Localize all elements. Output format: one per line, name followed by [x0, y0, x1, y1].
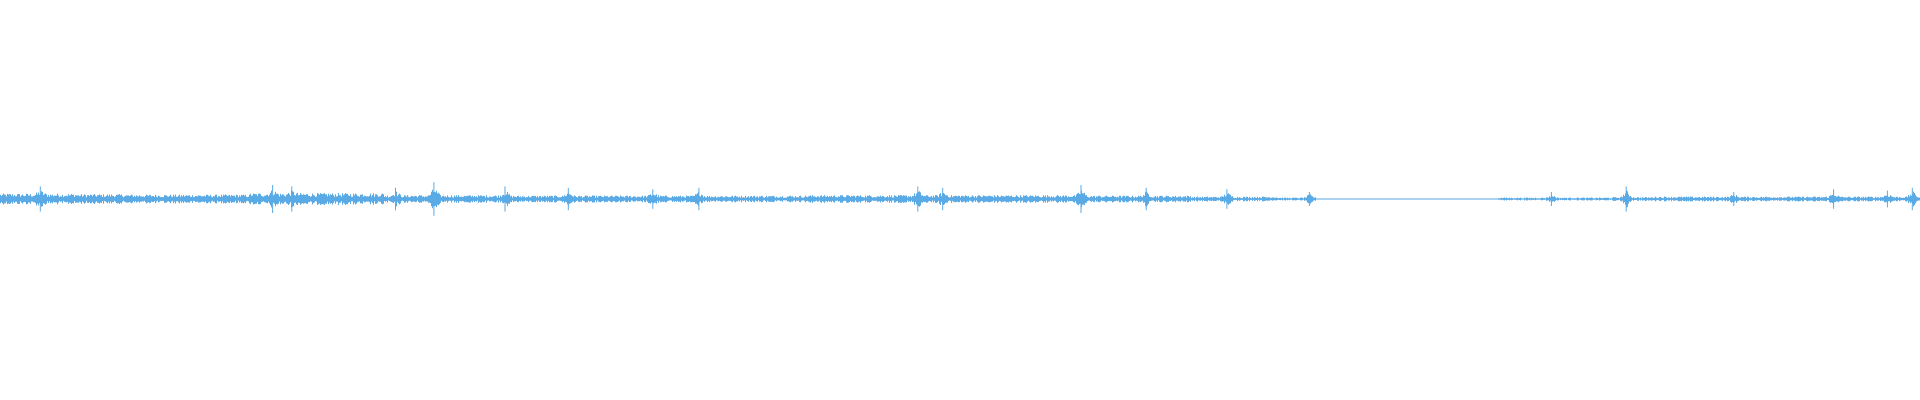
waveform-path: [0, 189, 1920, 209]
waveform-samples: [0, 182, 1920, 216]
